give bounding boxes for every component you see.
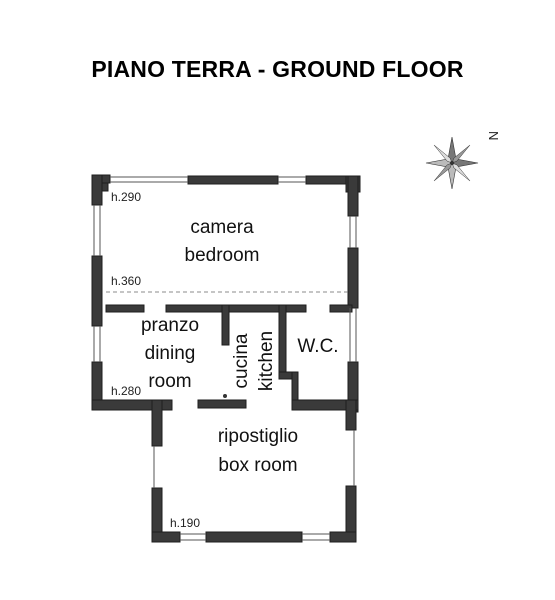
room-label-dining: dining [145, 343, 196, 364]
page-title: PIANO TERRA - GROUND FLOOR [91, 56, 464, 82]
height-label-290: h.290 [111, 190, 141, 204]
room-label-wc: W.C. [297, 336, 338, 357]
room-label-kitchen: kitchen [256, 331, 277, 391]
room-label-camera: camera [190, 217, 254, 238]
walls [91, 174, 361, 543]
compass-rose-icon [425, 136, 479, 190]
room-label-cucina: cucina [231, 333, 252, 388]
compass-north-label: N [486, 131, 501, 140]
room-label-ripostiglio: ripostiglio [218, 426, 298, 447]
height-label-280: h.280 [111, 384, 141, 398]
height-label-190: h.190 [170, 516, 200, 530]
room-label-room: room [148, 371, 191, 392]
room-label-bedroom: bedroom [185, 245, 260, 266]
height-label-360: h.360 [111, 274, 141, 288]
room-label-pranzo: pranzo [141, 315, 199, 336]
windows [93, 176, 357, 541]
room-label-box-room: box room [218, 455, 297, 476]
